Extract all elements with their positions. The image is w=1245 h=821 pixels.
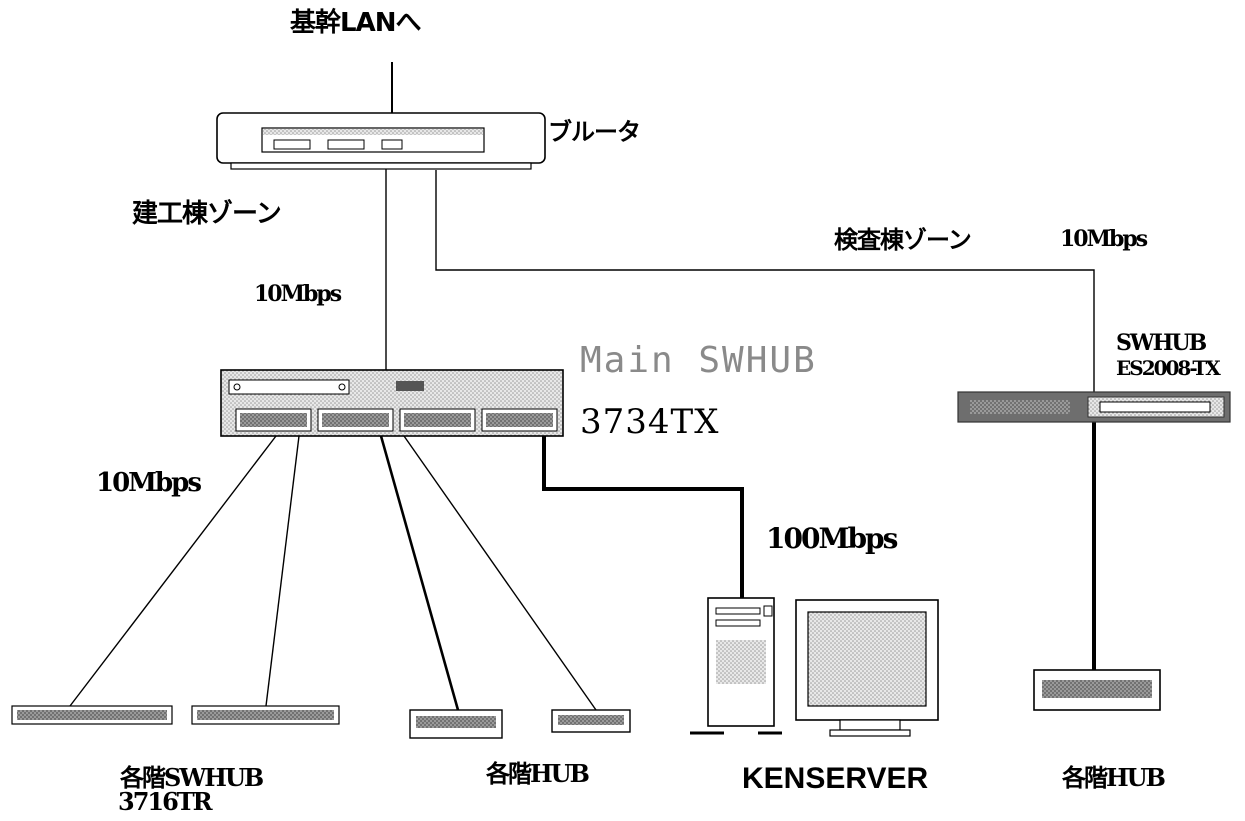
zone-kenko-label: 建工棟ゾーン [132,201,281,227]
main-to-floor-hub-2 [404,436,596,710]
right-swhub-name-label: SWHUB [1116,332,1205,354]
speed-label-main-floor: 10Mbps [96,470,200,496]
floor-hub-center-1 [410,710,502,738]
speed-label-server: 100Mbps [766,525,896,553]
speed-label-router-right: 10Mbps [1060,228,1146,250]
main-to-floor-swhub-2 [266,436,299,706]
right-swhub-model-label: ES2008-TX [1116,358,1219,378]
floor-hub-center-2 [552,710,630,732]
es2008-switch-device [958,392,1230,422]
server-label: KENSERVER [742,764,928,794]
main-swhub-name-label: Main SWHUB [580,343,817,379]
floor-hub-right-label: 各階HUB [1062,766,1164,790]
main-to-server-100mbps [544,436,742,598]
floor-hub-center-label: 各階HUB [486,762,588,786]
server-tower [690,598,782,733]
router-label: ブルータ [548,120,640,144]
speed-label-router-main: 10Mbps [254,283,340,305]
server-monitor [796,600,938,736]
router-device [217,113,545,169]
main-to-floor-hub-1 [381,436,458,710]
floor-swhub-model-label: 3716TR [118,790,211,814]
backbone-label: 基幹LANへ [290,10,420,36]
floor-swhub-1 [12,706,172,724]
floor-swhub-2 [192,706,339,724]
zone-kensa-label: 検査棟ゾーン [834,228,971,252]
main-swhub-device [221,370,563,436]
main-swhub-model-label: 3734TX [580,405,719,439]
floor-hub-right [1034,670,1160,710]
